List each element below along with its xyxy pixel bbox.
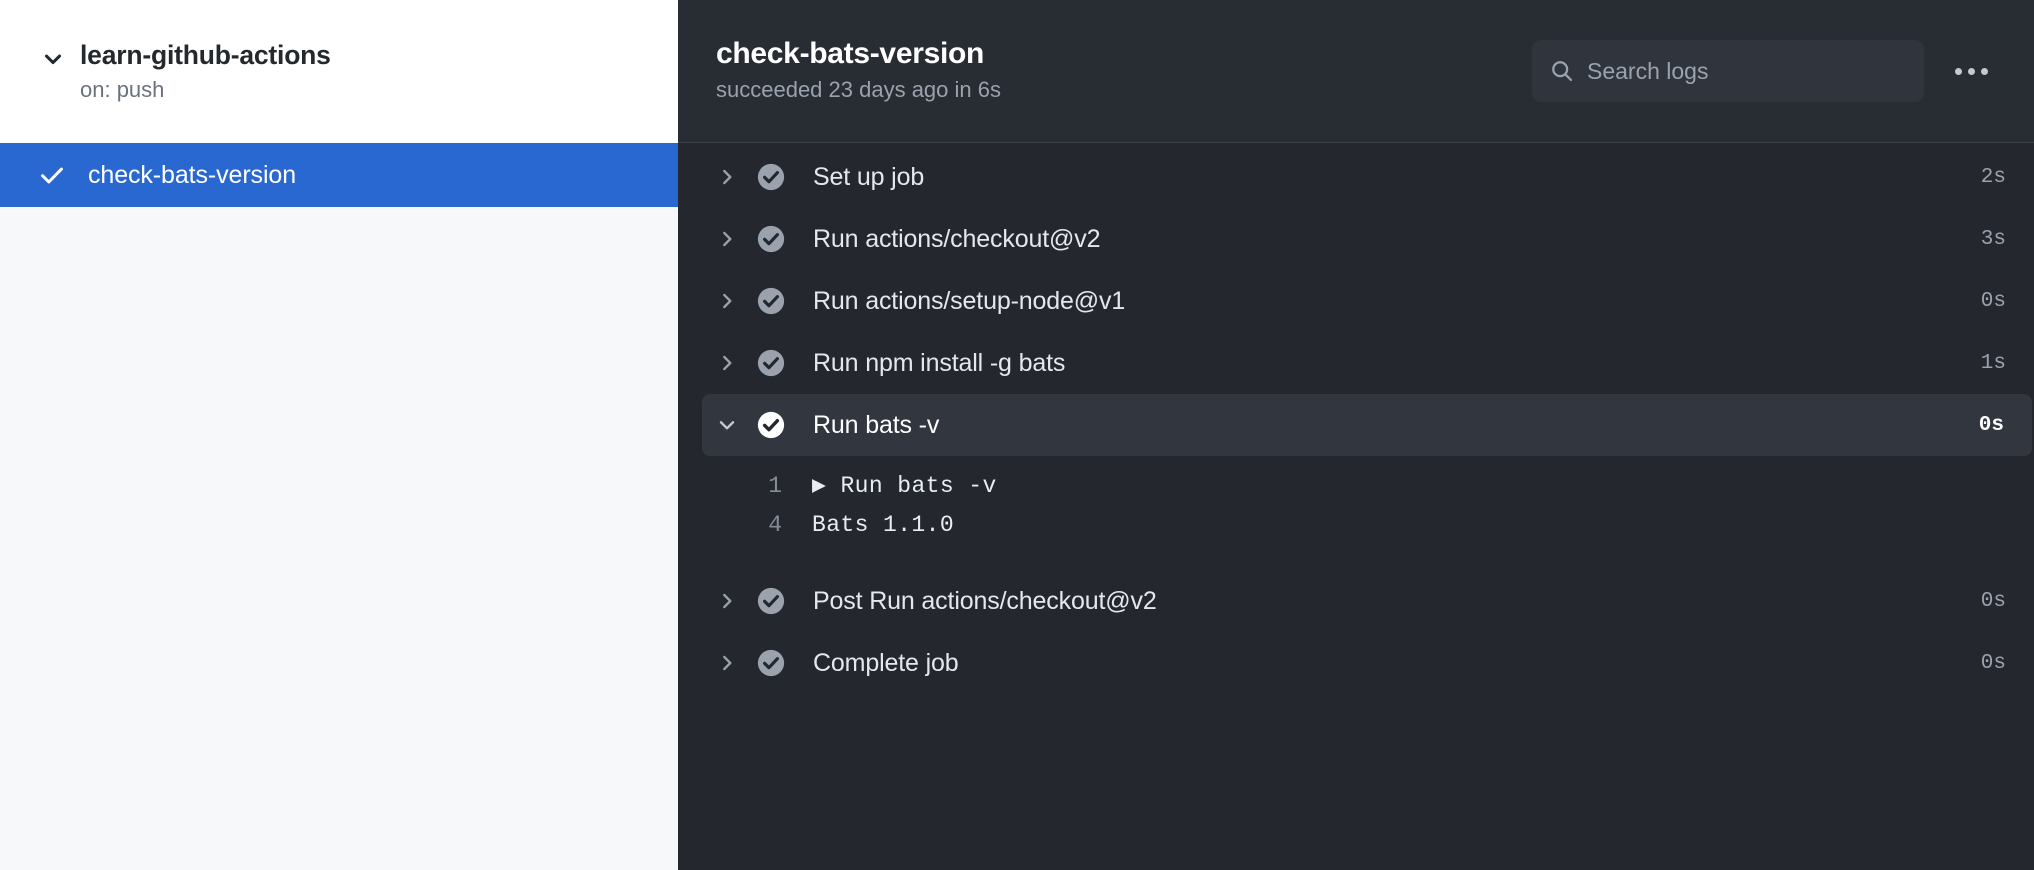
job-header: check-bats-version succeeded 23 days ago… (678, 0, 2034, 143)
chevron-right-icon[interactable] (712, 352, 742, 374)
job-header-text: check-bats-version succeeded 23 days ago… (716, 37, 1001, 104)
chevron-right-icon[interactable] (712, 228, 742, 250)
kebab-dot (1954, 67, 1962, 75)
step-row[interactable]: Run actions/setup-node@v1 0s (678, 270, 2034, 332)
log-line-number: 4 (768, 512, 782, 538)
step-list: Set up job 2s Run actions/checkout (678, 143, 2034, 870)
step-duration: 3s (1980, 227, 2006, 251)
kebab-dot (1980, 67, 1988, 75)
job-status-summary: succeeded 23 days ago in 6s (716, 76, 1001, 102)
check-circle-icon (755, 162, 787, 192)
chevron-right-icon[interactable] (712, 290, 742, 312)
chevron-right-icon[interactable] (712, 166, 742, 188)
sidebar-item-check-bats-version[interactable]: check-bats-version (0, 143, 678, 207)
step-name: Complete job (813, 648, 959, 677)
step-duration: 0s (1978, 413, 2004, 437)
sidebar-empty-area (0, 207, 678, 870)
step-name: Run actions/setup-node@v1 (813, 286, 1126, 315)
log-line: 1 ▶ Run bats -v (678, 472, 2034, 512)
page-title: check-bats-version (716, 37, 985, 71)
job-log-panel: check-bats-version succeeded 23 days ago… (678, 0, 2034, 870)
workflow-text-column: learn-github-actions on: push (80, 40, 331, 104)
log-line: 4 Bats 1.1.0 (678, 512, 2034, 552)
log-output: 1 ▶ Run bats -v 4 Bats 1.1.0 (678, 456, 2034, 570)
step-duration: 1s (1980, 351, 2006, 375)
step-row[interactable]: Complete job 0s (678, 632, 2034, 694)
workflow-trigger: on: push (80, 76, 165, 102)
step-row[interactable]: Set up job 2s (678, 146, 2034, 208)
step-name: Run bats -v (813, 410, 940, 439)
step-row-expanded[interactable]: Run bats -v 0s (702, 394, 2032, 456)
search-logs-box[interactable] (1532, 40, 1924, 102)
log-line-text: ▶ Run bats -v (812, 473, 997, 499)
check-circle-icon (755, 648, 787, 678)
kebab-menu-icon[interactable] (1942, 42, 2000, 100)
log-line-text: Bats 1.1.0 (812, 512, 955, 538)
step-name: Set up job (813, 162, 925, 191)
chevron-right-icon[interactable] (712, 590, 742, 612)
workflow-header[interactable]: learn-github-actions on: push (0, 0, 678, 143)
jobs-sidebar: learn-github-actions on: push check-bats… (0, 0, 678, 870)
check-icon (38, 161, 66, 189)
step-row[interactable]: Run npm install -g bats 1s (678, 332, 2034, 394)
step-name: Run npm install -g bats (813, 348, 1066, 377)
step-duration: 0s (1980, 289, 2006, 313)
kebab-dot (1967, 67, 1975, 75)
sidebar-item-label: check-bats-version (88, 160, 297, 189)
step-duration: 0s (1980, 589, 2006, 613)
step-name: Post Run actions/checkout@v2 (813, 586, 1157, 615)
check-circle-icon (755, 348, 787, 378)
search-input[interactable] (1587, 57, 1908, 85)
step-duration: 2s (1980, 165, 2006, 189)
check-circle-icon (755, 586, 787, 616)
chevron-down-icon[interactable] (712, 414, 742, 436)
step-row[interactable]: Post Run actions/checkout@v2 0s (678, 570, 2034, 632)
search-icon (1550, 59, 1574, 83)
step-name: Run actions/checkout@v2 (813, 224, 1101, 253)
check-circle-icon (755, 410, 787, 440)
log-line-number: 1 (768, 473, 782, 499)
check-circle-icon (755, 224, 787, 254)
chevron-right-icon[interactable] (712, 652, 742, 674)
workflow-name: learn-github-actions (80, 40, 331, 70)
chevron-down-icon[interactable] (40, 46, 66, 72)
step-duration: 0s (1980, 651, 2006, 675)
check-circle-icon (755, 286, 787, 316)
step-row[interactable]: Run actions/checkout@v2 3s (678, 208, 2034, 270)
